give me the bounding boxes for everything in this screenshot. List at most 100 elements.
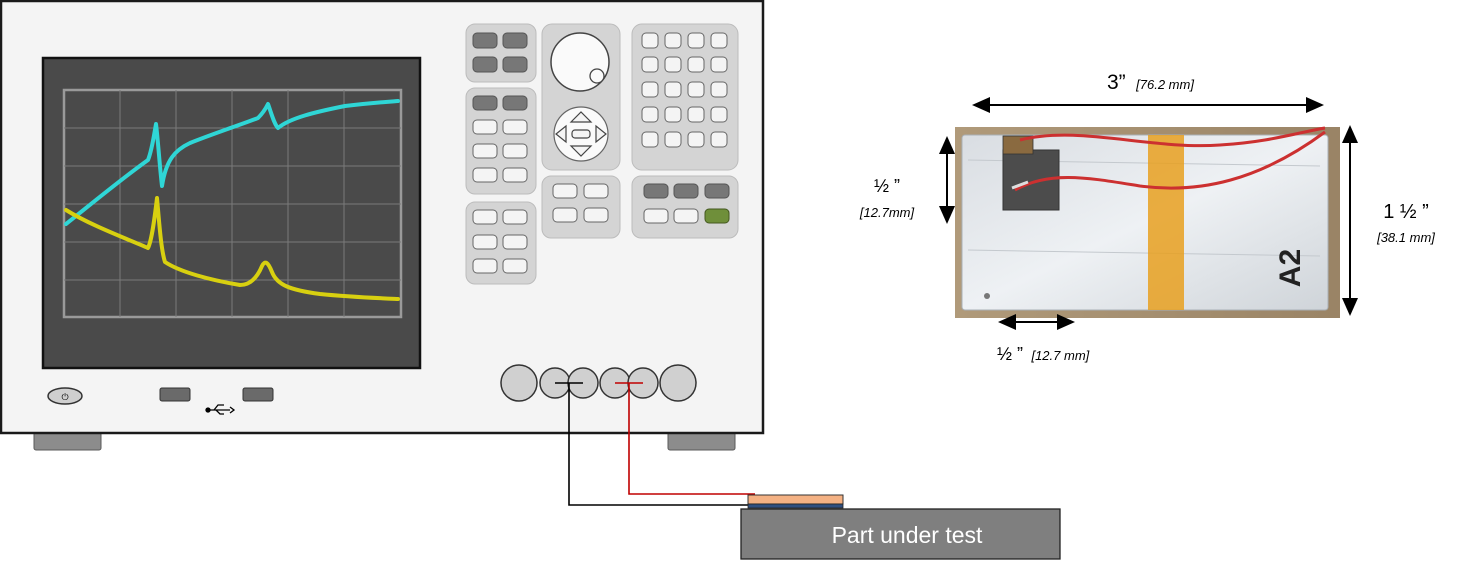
key[interactable] xyxy=(583,207,609,223)
function-key-panel xyxy=(631,175,739,239)
piezo-base xyxy=(747,503,844,509)
nav-left-arrow[interactable] xyxy=(555,124,567,144)
key[interactable] xyxy=(583,183,609,199)
instrument-foot-left xyxy=(33,431,102,451)
usb-icon xyxy=(205,404,236,415)
key[interactable] xyxy=(472,167,498,183)
height-left-main: ½ ” xyxy=(874,176,900,196)
sensor-wire-2 xyxy=(1014,130,1326,192)
key[interactable] xyxy=(502,32,528,49)
connector-port-1[interactable] xyxy=(500,364,538,402)
key[interactable] xyxy=(673,208,699,224)
dimension-bottom-width: ½ ” [12.7 mm] xyxy=(997,314,1090,364)
key[interactable] xyxy=(552,207,578,223)
numeric-key[interactable] xyxy=(641,56,659,73)
key[interactable] xyxy=(502,56,528,73)
numeric-keypad xyxy=(631,23,739,171)
nav-right-arrow[interactable] xyxy=(595,124,607,144)
red-lead xyxy=(615,382,755,495)
numeric-key[interactable] xyxy=(664,56,682,73)
key[interactable] xyxy=(472,95,498,111)
start-key[interactable] xyxy=(704,208,730,224)
key[interactable] xyxy=(502,119,528,135)
numeric-key[interactable] xyxy=(641,81,659,98)
dimension-height-left: ½ ” [12.7mm] xyxy=(859,136,955,224)
height-left-sub: [12.7mm] xyxy=(859,205,915,220)
test-leads xyxy=(555,382,760,506)
key[interactable] xyxy=(472,234,498,250)
cyan-trace xyxy=(64,99,400,226)
key[interactable] xyxy=(502,209,528,225)
piezo-element xyxy=(747,494,844,505)
numeric-key[interactable] xyxy=(687,56,705,73)
key[interactable] xyxy=(643,183,669,199)
numeric-key[interactable] xyxy=(710,81,728,98)
nav-up-arrow[interactable] xyxy=(569,111,593,123)
key[interactable] xyxy=(472,119,498,135)
part-label: Part under test xyxy=(832,522,983,548)
keypad-panel-3 xyxy=(465,201,537,285)
kapton-tape xyxy=(1148,135,1184,310)
nav-enter-button[interactable] xyxy=(571,129,591,139)
key[interactable] xyxy=(472,258,498,274)
numeric-key[interactable] xyxy=(687,131,705,148)
keypad-panel-2 xyxy=(465,87,537,195)
part-block xyxy=(740,508,1061,560)
sensor-tab xyxy=(1002,135,1034,155)
sample-marking: A2 xyxy=(1274,249,1307,287)
numeric-key[interactable] xyxy=(641,32,659,49)
key[interactable] xyxy=(643,208,669,224)
solder-joint xyxy=(1011,180,1029,190)
numeric-key[interactable] xyxy=(687,81,705,98)
length-label: 3” [76.2 mm] xyxy=(1107,71,1194,94)
key[interactable] xyxy=(502,143,528,159)
dimension-height-right: 1 ½ ” [38.1 mm] xyxy=(1342,125,1435,316)
numeric-key[interactable] xyxy=(710,32,728,49)
key[interactable] xyxy=(552,183,578,199)
numeric-key[interactable] xyxy=(664,81,682,98)
knob-indicator xyxy=(589,68,605,84)
usb-port-left[interactable] xyxy=(159,387,191,402)
key[interactable] xyxy=(502,167,528,183)
numeric-key[interactable] xyxy=(687,106,705,123)
knob-nav-panel xyxy=(541,23,621,171)
key[interactable] xyxy=(472,209,498,225)
numeric-key[interactable] xyxy=(641,106,659,123)
numeric-key[interactable] xyxy=(664,106,682,123)
power-icon: ⏻ xyxy=(61,392,68,403)
height-right-main: 1 ½ ” xyxy=(1383,201,1429,223)
key[interactable] xyxy=(502,234,528,250)
sample-photo: A2 xyxy=(955,126,1340,318)
key[interactable] xyxy=(472,143,498,159)
key[interactable] xyxy=(704,183,730,199)
key[interactable] xyxy=(472,56,498,73)
numeric-key[interactable] xyxy=(710,106,728,123)
height-right-sub: [38.1 mm] xyxy=(1376,230,1435,245)
key[interactable] xyxy=(502,95,528,111)
part-under-test: Part under test xyxy=(740,494,1061,560)
numeric-key[interactable] xyxy=(664,32,682,49)
display-grid xyxy=(62,88,403,319)
numeric-key[interactable] xyxy=(687,32,705,49)
numeric-key[interactable] xyxy=(664,131,682,148)
numeric-key[interactable] xyxy=(641,131,659,148)
keypad-panel-4 xyxy=(541,175,621,239)
sensor-wire-1 xyxy=(1019,126,1326,148)
instrument-foot-right xyxy=(667,431,736,451)
key[interactable] xyxy=(673,183,699,199)
black-lead xyxy=(555,382,760,506)
impedance-analyzer: ⏻ xyxy=(0,0,765,451)
numeric-key[interactable] xyxy=(710,56,728,73)
yellow-trace xyxy=(64,196,400,301)
connector-port-6[interactable] xyxy=(659,364,697,402)
usb-port-right[interactable] xyxy=(242,387,274,402)
power-button[interactable] xyxy=(47,387,83,405)
plate-mark xyxy=(984,293,990,299)
key[interactable] xyxy=(502,258,528,274)
numeric-key[interactable] xyxy=(710,131,728,148)
key[interactable] xyxy=(472,32,498,49)
bottom-width-label: ½ ” [12.7 mm] xyxy=(997,344,1090,364)
nav-down-arrow[interactable] xyxy=(569,145,593,157)
dimension-length: 3” [76.2 mm] xyxy=(972,71,1324,113)
